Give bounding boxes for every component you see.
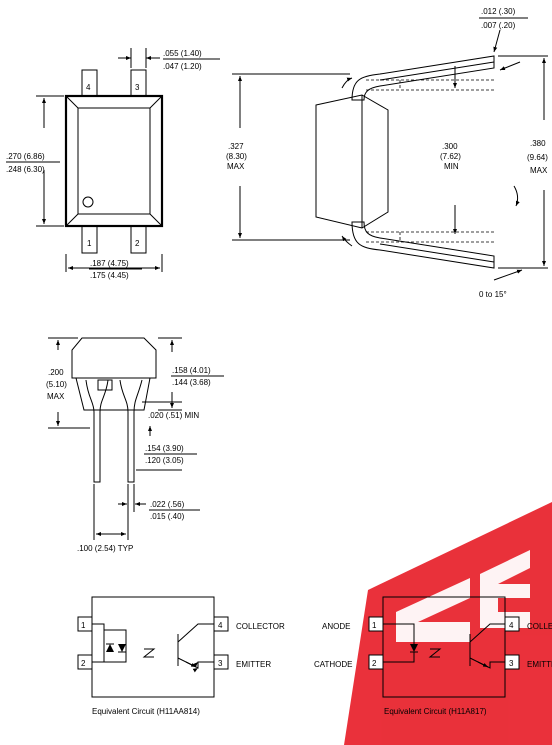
lead-thickness-max: .012 (.30) [481,7,516,16]
led-icon [410,644,418,652]
pin1-label: 1 [81,621,86,630]
pin-width-max: .055 (1.40) [163,49,202,58]
anode-label: ANODE [322,622,350,631]
overall-height-mm: (8.30) [226,152,247,161]
body-thickness-min: .144 (3.68) [172,378,211,387]
lead-width-max: .022 (.56) [150,500,185,509]
package-body [64,94,164,228]
row-spacing-mm: (7.62) [440,152,461,161]
pin2-label: 2 [81,659,86,668]
pin4-label: 4 [509,621,514,630]
lead-thickness-min: .007 (.20) [481,21,516,30]
light-icon [142,648,156,658]
body-length-min: .248 (6.30) [6,165,45,174]
upper-lead [351,55,495,101]
circuit-h11a817: 1 2 4 3 ANODE CATHODE COLLECTOR EMITTER … [314,596,552,716]
row-spacing-min: MIN [444,162,459,171]
package-top-face [77,107,151,215]
lower-lead [351,221,495,269]
pin-label-2: 2 [135,239,140,248]
circuit-box [382,596,506,698]
caption: Equivalent Circuit (H11AA814) [92,707,200,716]
lead-width-min: .015 (.40) [150,512,185,521]
overall-height-in: .327 [228,142,244,151]
body-length-max: .270 (6.86) [6,152,45,161]
lead-span-max: MAX [530,166,548,175]
row-spacing-in: .300 [442,142,458,151]
package-body-side [315,94,389,229]
pin-label-4: 4 [86,83,91,92]
pin-label-3: 3 [135,83,140,92]
side-view: .012 (.30) .007 (.20) .327 (8.30) MAX .3… [226,7,548,299]
pin-width-min: .047 (1.20) [163,62,202,71]
collector-label: COLLECTOR [527,622,552,631]
body-width-min: .175 (4.45) [90,271,129,280]
emitter-label: EMITTER [236,660,271,669]
end-body [71,337,157,379]
lead-length-min: .120 (3.05) [145,456,184,465]
end-height-in: .200 [48,368,64,377]
emitter-label: EMITTER [527,660,552,669]
overall-height-max: MAX [227,162,245,171]
pitch: .100 (2.54) TYP [77,544,133,553]
lead-angle: 0 to 15° [479,290,507,299]
circuit-h11aa814: 1 2 4 3 COLLECTOR EMITTER Equivalent Cir… [77,596,285,716]
circuit-box [91,596,215,698]
cathode-label: CATHODE [314,660,353,669]
body-thickness-max: .158 (4.01) [172,366,211,375]
lead-span-mm: (9.64) [527,153,548,162]
end-height-mm: (5.10) [46,380,67,389]
end-view: .200 (5.10) MAX .158 (4.01) .144 (3.68) … [46,337,224,553]
lead-span-in: .380 [530,139,546,148]
pin3-label: 3 [218,659,223,668]
collector-label: COLLECTOR [236,622,285,631]
led-a-icon [106,644,114,652]
pin2-label: 2 [372,659,377,668]
pin-label-1: 1 [87,239,92,248]
pin1-label: 1 [372,621,377,630]
pin4-label: 4 [218,621,223,630]
standoff: .020 (.51) MIN [148,411,199,420]
body-width-max: .187 (4.75) [90,259,129,268]
end-height-max: MAX [47,392,65,401]
pin1-marker [82,196,94,208]
led-b-icon [118,644,126,652]
lead-length-max: .154 (3.90) [145,444,184,453]
caption: Equivalent Circuit (H11A817) [384,707,487,716]
light-icon [428,648,442,658]
top-view: 4 3 1 2 .055 (1.40) .047 (1.20) .270 (6.… [6,48,220,280]
pin3-label: 3 [509,659,514,668]
